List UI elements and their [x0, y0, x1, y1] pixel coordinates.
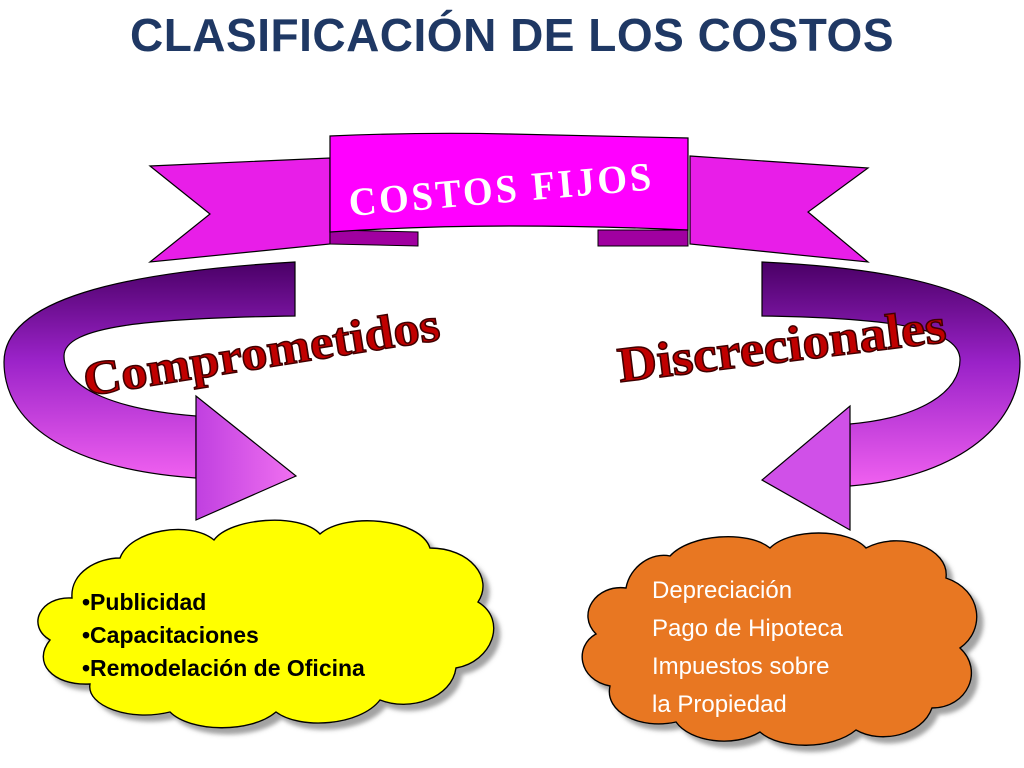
left-curved-arrow: Comprometidos [3, 261, 444, 521]
ribbon-tail-right [689, 155, 870, 263]
ribbon-banner: COSTOS FIJOS [148, 132, 870, 263]
right-arrow-head [760, 404, 851, 532]
left-arrow-head [195, 394, 298, 521]
list-item: la Propiedad [652, 691, 787, 718]
list-item: •Capacitaciones [82, 622, 259, 648]
left-cloud-shape [37, 519, 495, 729]
left-cloud [37, 519, 495, 729]
list-item: Pago de Hipoteca [652, 615, 843, 642]
right-cloud [581, 532, 978, 746]
list-item: Depreciación [652, 577, 793, 604]
ribbon-tail-left [148, 157, 331, 263]
right-cloud-shape [581, 532, 978, 746]
ribbon-fold-right [597, 229, 689, 247]
right-cloud-list: Depreciación Pago de Hipoteca Impuestos … [652, 572, 843, 724]
list-item: Impuestos sobre [652, 653, 830, 680]
slide-title: CLASIFICACIÓN DE LOS COSTOS [129, 9, 895, 61]
ribbon-center [329, 132, 689, 233]
left-arc-band [3, 261, 296, 479]
list-item: •Publicidad [82, 589, 207, 615]
ribbon-fold-left [329, 229, 419, 247]
list-item: •Remodelación de Oficina [82, 655, 365, 681]
right-arc-band [761, 261, 1021, 487]
left-cloud-list: •Publicidad •Capacitaciones •Remodelació… [82, 586, 365, 685]
right-curved-arrow: Discrecionales [614, 261, 1021, 532]
